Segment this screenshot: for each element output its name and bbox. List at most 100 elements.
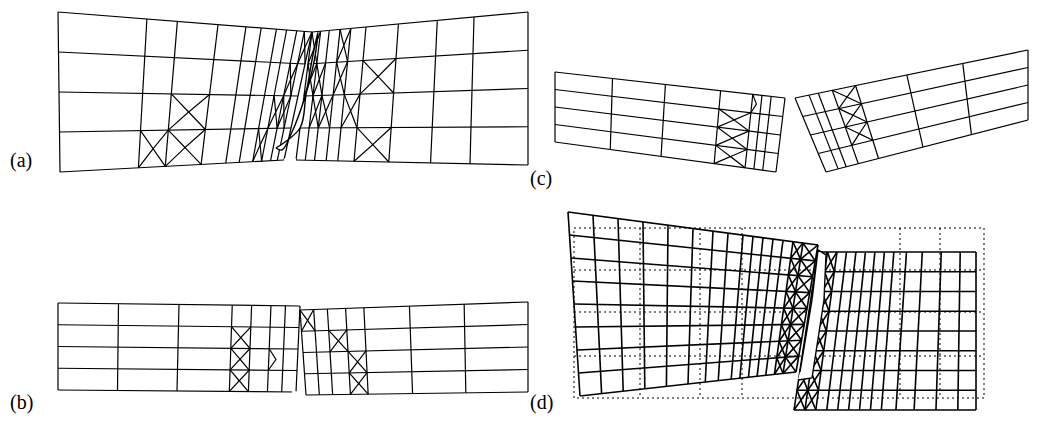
mesh-line [296, 160, 528, 165]
mesh-line [58, 325, 299, 328]
triangle-element [777, 341, 783, 358]
mesh-half [555, 72, 785, 172]
triangle-element [291, 64, 298, 96]
triangle-element [165, 130, 185, 166]
mesh-half [300, 302, 528, 395]
triangle-element [309, 96, 315, 128]
triangle-element [804, 277, 813, 293]
mesh-line [803, 68, 1028, 117]
triangle-element [782, 341, 788, 357]
triangle-element [799, 309, 807, 325]
mesh-line [303, 347, 528, 353]
mesh-line [795, 50, 1028, 98]
triangle-element [373, 128, 391, 163]
dotted-line [574, 312, 984, 313]
mesh-line [800, 370, 976, 372]
mesh-panel [58, 302, 528, 395]
mesh-line [300, 302, 528, 310]
mesh-panel [555, 50, 1028, 172]
triangle-element [229, 370, 239, 392]
triangle-element [732, 131, 749, 149]
triangle-element [138, 131, 153, 168]
triangle-element [780, 357, 786, 373]
mesh-line [302, 325, 529, 332]
triangle-element [153, 130, 168, 166]
triangle-element [853, 104, 867, 122]
triangle-element [794, 259, 800, 275]
triangle-element [828, 272, 834, 292]
triangle-element [793, 340, 801, 356]
triangle-element [787, 308, 793, 324]
triangle-element [298, 31, 305, 63]
mesh-line [818, 251, 976, 253]
mesh-line [58, 390, 296, 392]
triangle-element [774, 358, 780, 375]
mesh-line [555, 107, 781, 135]
triangle-element [796, 324, 804, 340]
triangle-element [839, 109, 853, 127]
triangle-element [318, 95, 325, 128]
triangle-element [786, 275, 792, 292]
triangle-element [240, 349, 250, 371]
triangle-element [823, 311, 829, 331]
panel-label: (b) [10, 392, 33, 412]
triangle-element [801, 293, 809, 309]
triangle-element [277, 96, 284, 128]
triangle-element [268, 349, 276, 371]
triangle-element [340, 62, 347, 95]
triangle-element [348, 351, 358, 373]
triangle-element [734, 113, 751, 131]
dotted-line [900, 228, 901, 398]
mesh-line [826, 120, 1028, 172]
triangle-element [231, 327, 241, 349]
triangle-element [276, 96, 284, 128]
triangle-element [360, 61, 378, 95]
mesh-line [812, 291, 976, 293]
panel-label: (c) [530, 168, 552, 188]
mesh-line [579, 356, 799, 373]
triangle-element [260, 128, 268, 161]
mesh-half [568, 212, 818, 396]
triangle-element [814, 371, 821, 391]
triangle-element [326, 95, 333, 128]
triangle-element [792, 276, 798, 292]
mesh-panel [58, 12, 528, 172]
mesh-line [803, 350, 976, 352]
mesh-panel [568, 212, 984, 410]
triangle-element [751, 94, 757, 112]
mesh-line [571, 258, 813, 277]
triangle-element [791, 242, 797, 259]
mesh-line [59, 92, 298, 96]
panel-label: (a) [10, 150, 32, 170]
mesh-line [809, 310, 976, 312]
triangle-element [797, 243, 803, 259]
mesh-line [794, 409, 976, 411]
triangle-element [817, 351, 824, 371]
triangle-element [358, 351, 368, 373]
triangle-element [779, 325, 785, 342]
mesh-line [568, 212, 818, 245]
mesh-half [58, 303, 300, 392]
dotted-line [700, 228, 701, 398]
triangle-element [832, 90, 847, 108]
triangle-element [338, 330, 348, 352]
triangle-element [239, 370, 249, 392]
triangle-element [716, 127, 733, 145]
mesh-line [60, 160, 284, 172]
mesh-line [573, 281, 810, 293]
mesh-line [312, 12, 528, 32]
mesh-line [58, 368, 297, 370]
triangle-element [253, 129, 261, 162]
mesh-half [296, 12, 528, 165]
triangle-element [788, 258, 794, 275]
mesh-half [795, 50, 1028, 172]
triangle-element [268, 96, 276, 129]
triangle-element [794, 390, 801, 410]
triangle-element [785, 325, 791, 341]
triangle-element [300, 310, 308, 331]
triangle-element [230, 348, 240, 370]
triangle-element [308, 310, 316, 331]
mesh-line [570, 235, 816, 261]
